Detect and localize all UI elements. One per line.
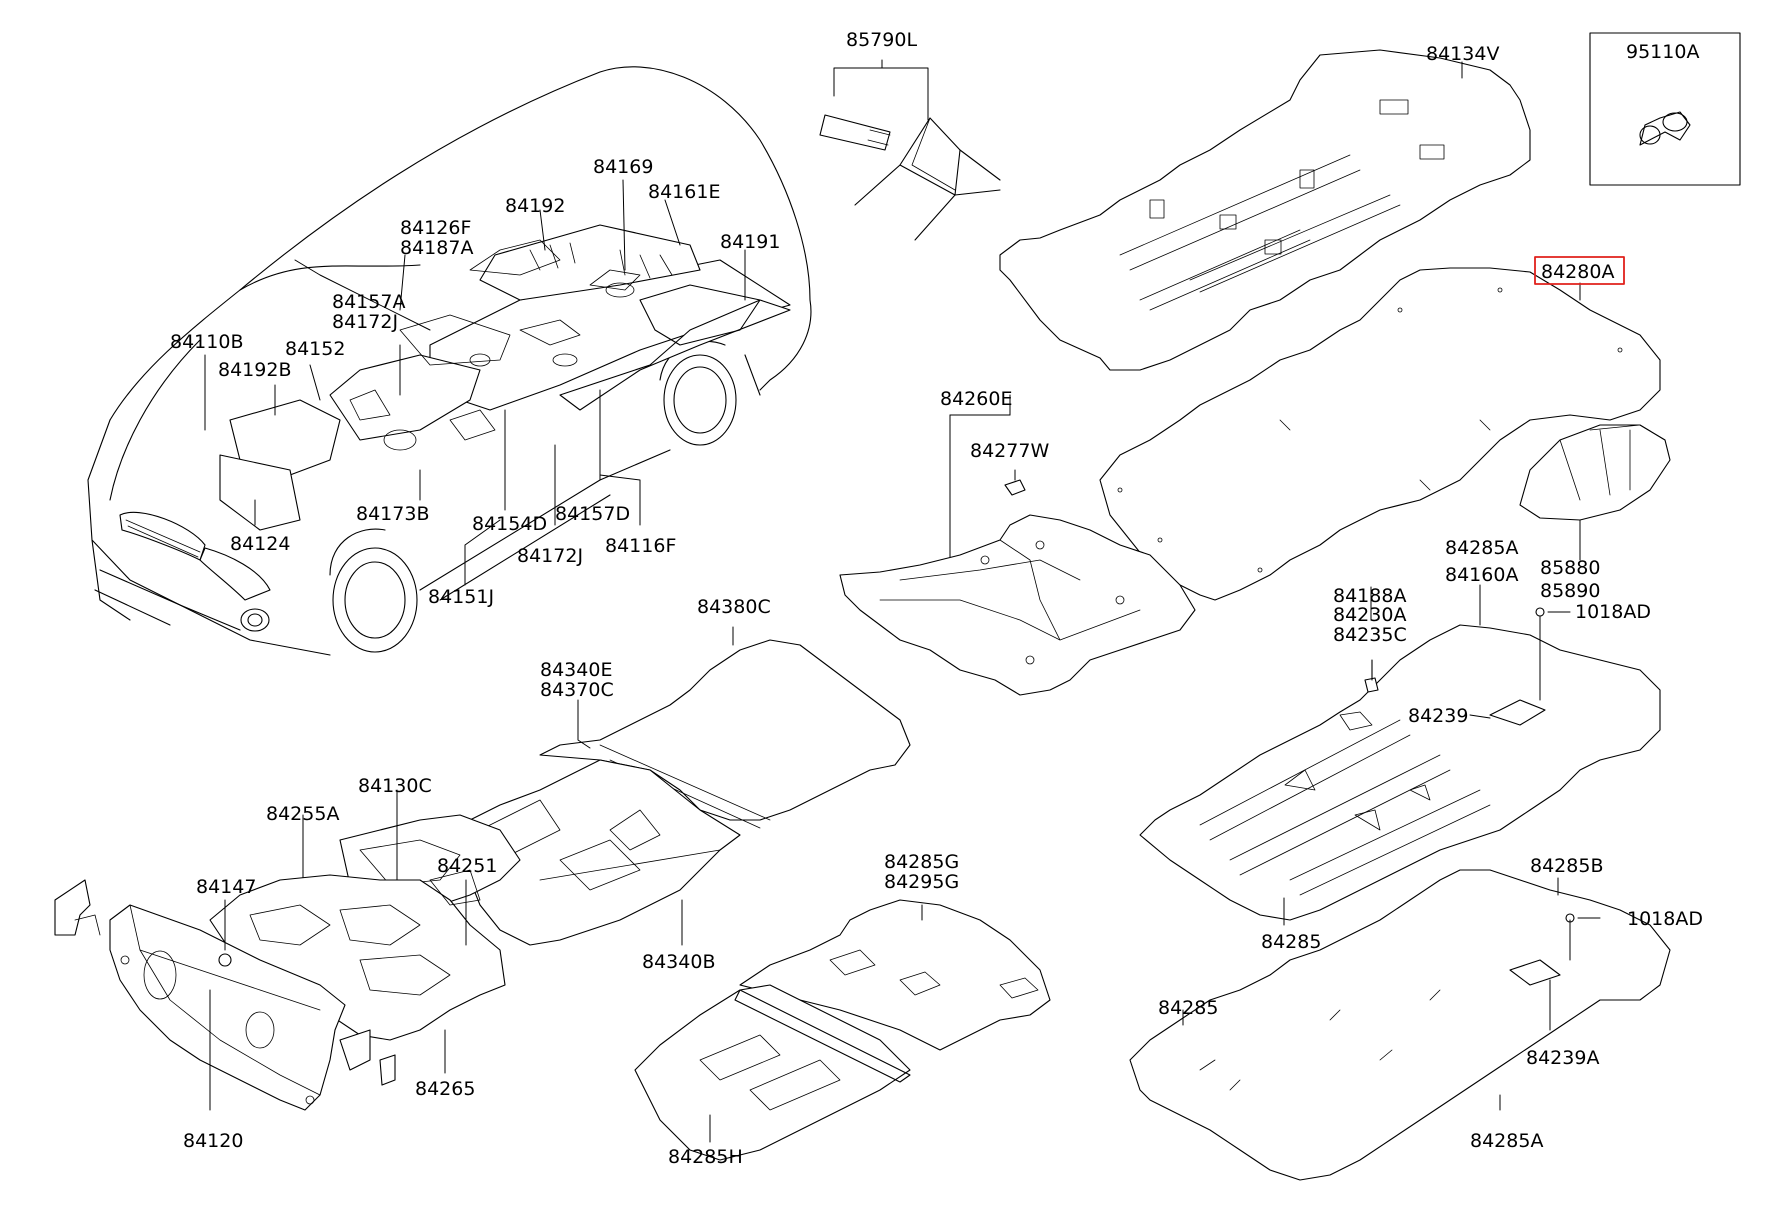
label-85790L: 85790L — [846, 29, 917, 51]
mat-84280A — [1099, 267, 1661, 601]
highlight-box-84280A — [1534, 256, 1625, 285]
label-84172J-bottom: 84172J — [517, 545, 583, 567]
label-84116F: 84116F — [605, 535, 676, 557]
label-84295G: 84295G — [884, 871, 959, 893]
label-84110B: 84110B — [170, 331, 243, 353]
clip-box-95110A — [1589, 32, 1741, 186]
label-84160A: 84160A — [1445, 564, 1518, 586]
label-84124: 84124 — [230, 533, 290, 555]
label-84280A: 84280A — [1541, 261, 1614, 283]
label-84235C: 84235C — [1333, 624, 1407, 646]
dash-panel-84120 — [54, 879, 396, 1111]
label-84340B: 84340B — [642, 951, 715, 973]
label-84192B: 84192B — [218, 359, 291, 381]
label-84188A: 84188A — [1333, 585, 1406, 607]
label-84192: 84192 — [505, 195, 565, 217]
part-85880-housing — [1519, 424, 1671, 561]
label-84147: 84147 — [196, 876, 256, 898]
vehicle-body — [87, 66, 812, 656]
label-84134V: 84134V — [1426, 43, 1499, 65]
label-85890: 85890 — [1540, 580, 1600, 602]
label-84130C: 84130C — [358, 775, 432, 797]
label-1018AD-bottom: 1018AD — [1627, 908, 1703, 930]
carpet-84260E — [839, 394, 1196, 696]
label-84230A: 84230A — [1333, 604, 1406, 626]
label-84370C: 84370C — [540, 679, 614, 701]
label-84285A-bottom: 84285A — [1470, 1130, 1543, 1152]
label-84187A: 84187A — [400, 237, 473, 259]
label-84239: 84239 — [1408, 705, 1468, 727]
mat-84285G — [739, 899, 1051, 1051]
label-84340E: 84340E — [540, 659, 612, 681]
vehicle-floor-pads — [219, 224, 791, 531]
label-84151J: 84151J — [428, 586, 494, 608]
label-84157A: 84157A — [332, 291, 405, 313]
label-85880: 85880 — [1540, 557, 1600, 579]
label-84126F: 84126F — [400, 217, 471, 239]
label-84169: 84169 — [593, 156, 653, 178]
mat-84160A — [1139, 584, 1661, 926]
label-84172J-top: 84172J — [332, 311, 398, 333]
label-84154D: 84154D — [472, 513, 547, 535]
label-84285-bottom: 84285 — [1158, 997, 1218, 1019]
carpet-84380C — [539, 626, 911, 829]
label-84285G: 84285G — [884, 851, 959, 873]
label-1018AD-top: 1018AD — [1575, 601, 1651, 623]
label-84265: 84265 — [415, 1078, 475, 1100]
label-84239A: 84239A — [1526, 1047, 1599, 1069]
mat-84285H — [634, 984, 911, 1161]
label-84251: 84251 — [437, 855, 497, 877]
warning-triangle-kit — [819, 59, 1001, 241]
label-84161E: 84161E — [648, 181, 720, 203]
label-84380C: 84380C — [697, 596, 771, 618]
label-84173B: 84173B — [356, 503, 429, 525]
label-84285H: 84285H — [668, 1146, 743, 1168]
carpet-84340B — [469, 759, 741, 946]
label-95110A: 95110A — [1626, 41, 1699, 63]
label-84191: 84191 — [720, 231, 780, 253]
mat-84285B — [1129, 869, 1671, 1181]
label-84157D: 84157D — [555, 503, 630, 525]
label-84285-mid: 84285 — [1261, 931, 1321, 953]
mat-84134V — [999, 49, 1531, 371]
label-84255A: 84255A — [266, 803, 339, 825]
vehicle-leaders — [204, 179, 746, 586]
part-labels: 85790L 84134V 95110A 84169 84161E 84192 … — [170, 29, 1703, 1168]
label-84285A-top: 84285A — [1445, 537, 1518, 559]
label-84120: 84120 — [183, 1130, 243, 1152]
label-84152: 84152 — [285, 338, 345, 360]
label-84285B: 84285B — [1530, 855, 1603, 877]
label-84277W: 84277W — [970, 440, 1049, 462]
label-84260E: 84260E — [940, 388, 1012, 410]
